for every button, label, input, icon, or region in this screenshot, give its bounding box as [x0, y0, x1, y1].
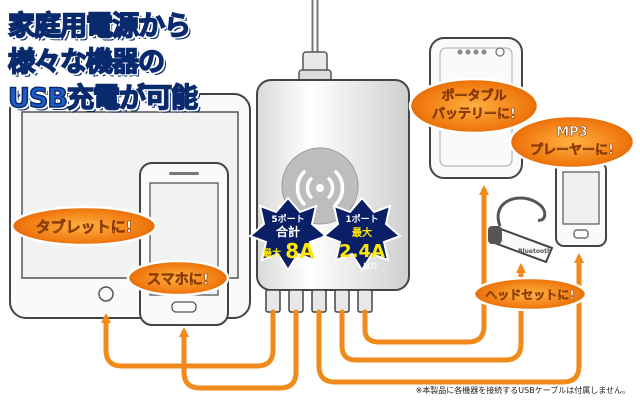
label-portable-battery-line2: バッテリーに!: [432, 107, 516, 122]
badge-total-suffix: 出力: [298, 261, 312, 270]
label-headset-text: ヘッドセットに!: [485, 288, 574, 302]
badge-total-line2: 合計: [276, 224, 300, 239]
label-portable-battery: ポータブル バッテリーに!: [408, 77, 540, 135]
badge-per-port-value: 2.4A: [339, 241, 385, 262]
label-mp3-line1: MP3: [556, 125, 588, 140]
label-mp3-line2: プレーヤーに!: [530, 143, 614, 158]
label-tablet: タブレットに!: [10, 205, 158, 247]
badge-total-output: 5ポート 合計 最大 8A 出力: [248, 196, 328, 272]
label-mp3-player: MP3 プレーヤーに!: [508, 114, 636, 170]
label-smartphone: スマホに!: [126, 259, 230, 297]
label-tablet-text: タブレットに!: [36, 218, 133, 236]
badge-total-value: 8A: [285, 239, 315, 263]
power-cord: [298, 0, 332, 85]
usb-charger-hub: [256, 79, 410, 313]
badge-total-prefix: 最大: [263, 247, 281, 259]
label-portable-battery-line1: ポータブル: [441, 88, 506, 104]
mp3-player-device: [555, 161, 607, 247]
smartphone-device: [139, 162, 229, 326]
badge-per-port-line1: 1ポート: [345, 213, 378, 225]
wireless-signal-icon: [295, 170, 345, 206]
badge-per-port-line2: 最大: [352, 226, 372, 239]
usb-plugs: [265, 289, 373, 313]
badge-total-line1: 5ポート: [271, 213, 304, 225]
bluetooth-headset-device: Bluetooth: [488, 196, 554, 264]
label-smartphone-text: スマホに!: [147, 272, 209, 288]
footnote: ※本製品に各機器を接続するUSBケーブルは付属しません。: [415, 386, 630, 395]
badge-per-port-output: 1ポート 最大 2.4A 出力: [322, 196, 402, 272]
headline-line-2: 様々な機器の: [7, 46, 166, 79]
label-headset: ヘッドセットに!: [472, 276, 588, 312]
badge-per-port-suffix: 出力: [363, 261, 377, 270]
usb-cables: [101, 185, 584, 391]
headline-line-3: USB充電が可能: [7, 82, 198, 115]
headline-line-1: 家庭用電源から: [7, 10, 192, 43]
headset-brand: Bluetooth: [518, 248, 551, 255]
